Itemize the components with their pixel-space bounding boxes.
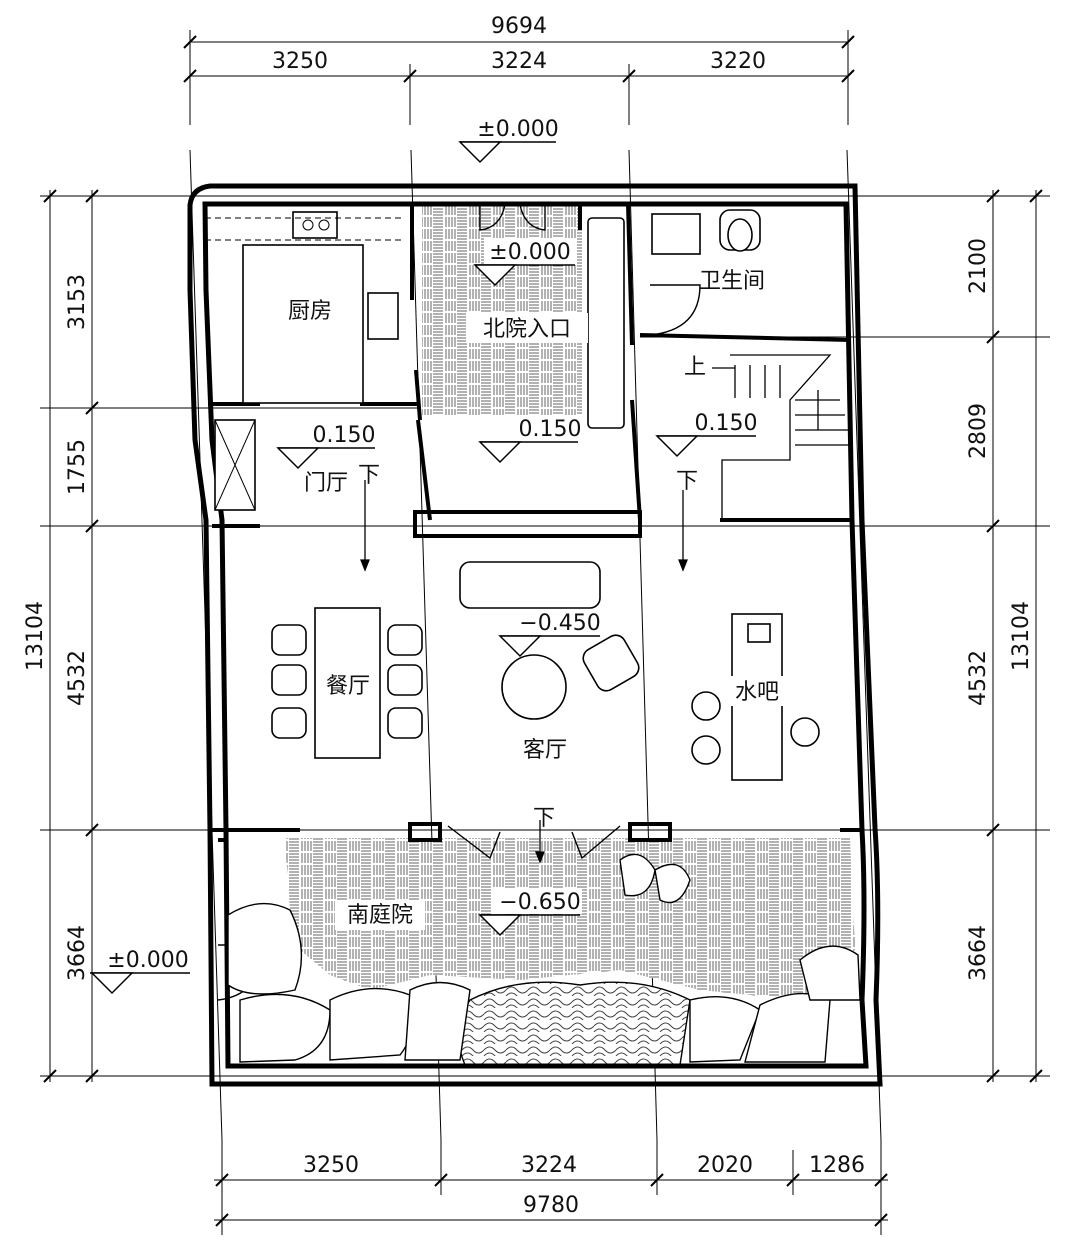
right-total-dim: 13104: [1009, 601, 1034, 671]
stair-down-foyer: 下: [358, 463, 380, 488]
bottom-dim-2: 3224: [521, 1153, 577, 1178]
bottom-dim-3: 2020: [697, 1153, 753, 1178]
step-arrows: [360, 480, 688, 864]
level-mark-foyer: 0.150: [276, 423, 376, 470]
room-label-south-court: 南庭院: [347, 903, 413, 928]
level-mark-top-outside: ±0.000: [458, 117, 559, 164]
sofa-icon: [459, 561, 601, 609]
left-dim-2: 1755: [65, 439, 90, 495]
level-mark-living: −0.450: [498, 611, 601, 658]
stairs: [712, 354, 850, 520]
level-mark-west-outside: ±0.000: [90, 948, 190, 995]
level-foyer: 0.150: [313, 423, 376, 448]
right-dimension-chain: 2100 2809 4532 3664 13104: [966, 189, 1043, 1083]
bottom-total-dim: 9780: [523, 1193, 579, 1218]
room-label-bathroom: 卫生间: [699, 269, 765, 294]
right-dim-1: 2100: [966, 238, 991, 294]
room-label-water-bar: 水吧: [735, 680, 779, 705]
bar-stool: [691, 735, 721, 765]
level-stair-landing: 0.150: [695, 411, 758, 436]
top-dim-2: 3224: [491, 49, 547, 74]
washbasin-icon: [651, 213, 701, 255]
south-court-floor: [285, 838, 855, 1000]
dining-chairs: [271, 624, 423, 739]
stair-down-right: 下: [676, 469, 698, 494]
outer-wall: [187, 183, 883, 1087]
top-total-dim: 9694: [491, 14, 547, 39]
left-dim-4: 3664: [65, 925, 90, 981]
stair-down-court: 下: [533, 806, 555, 831]
living-furniture: [271, 561, 820, 781]
bottom-dimension-chain: 3250 3224 2020 1286 9780: [214, 1140, 888, 1235]
top-dim-1: 3250: [272, 49, 328, 74]
kitchen-fixtures: [205, 211, 405, 511]
left-dimension-chain: 13104 3153 1755 4532 3664: [23, 189, 99, 1083]
room-label-living: 客厅: [523, 738, 567, 763]
level-living: −0.450: [519, 611, 600, 636]
bottom-dim-4: 1286: [809, 1153, 865, 1178]
coffee-table: [501, 654, 567, 720]
room-label-north-entrance: 北院入口: [483, 317, 571, 342]
right-dim-4: 3664: [966, 925, 991, 981]
room-label-kitchen: 厨房: [288, 299, 332, 324]
level-north-entrance: ±0.000: [489, 240, 570, 265]
left-dim-3: 4532: [65, 650, 90, 706]
stove-icon: [292, 211, 338, 239]
interior-walls: [208, 203, 860, 842]
bath-fixtures: [587, 209, 761, 429]
level-mark-corridor: 0.150: [478, 417, 582, 464]
bar-stool: [691, 691, 721, 721]
stair-up-mark: 上: [684, 355, 706, 380]
top-dimension-chain: 9694 3250 3224 3220: [183, 14, 855, 125]
room-label-foyer: 门厅: [304, 471, 348, 496]
sink-icon: [367, 292, 399, 340]
bar-stool: [790, 717, 820, 747]
left-dim-1: 3153: [65, 274, 90, 330]
right-dim-3: 4532: [966, 650, 991, 706]
bottom-dim-1: 3250: [303, 1153, 359, 1178]
north-entrance-floor: [422, 205, 582, 415]
level-south-court: −0.650: [499, 890, 580, 915]
level-west-outside: ±0.000: [107, 948, 188, 973]
level-mark-south-court: −0.650: [478, 888, 582, 937]
pond-water: [457, 981, 691, 1066]
armchair-icon: [582, 634, 640, 692]
level-mark-stair-landing: 0.150: [655, 411, 758, 458]
inner-wall-outline: [202, 201, 869, 1069]
top-dim-3: 3220: [710, 49, 766, 74]
courtyard-stones: [227, 853, 861, 1063]
room-label-dining: 餐厅: [326, 674, 370, 699]
level-corridor: 0.150: [519, 417, 582, 442]
right-dim-2: 2809: [966, 403, 991, 459]
bar-sink-icon: [747, 623, 771, 643]
level-mark-north-entrance: ±0.000: [473, 238, 576, 287]
level-top-outside: ±0.000: [477, 117, 558, 142]
left-total-dim: 13104: [23, 601, 48, 671]
